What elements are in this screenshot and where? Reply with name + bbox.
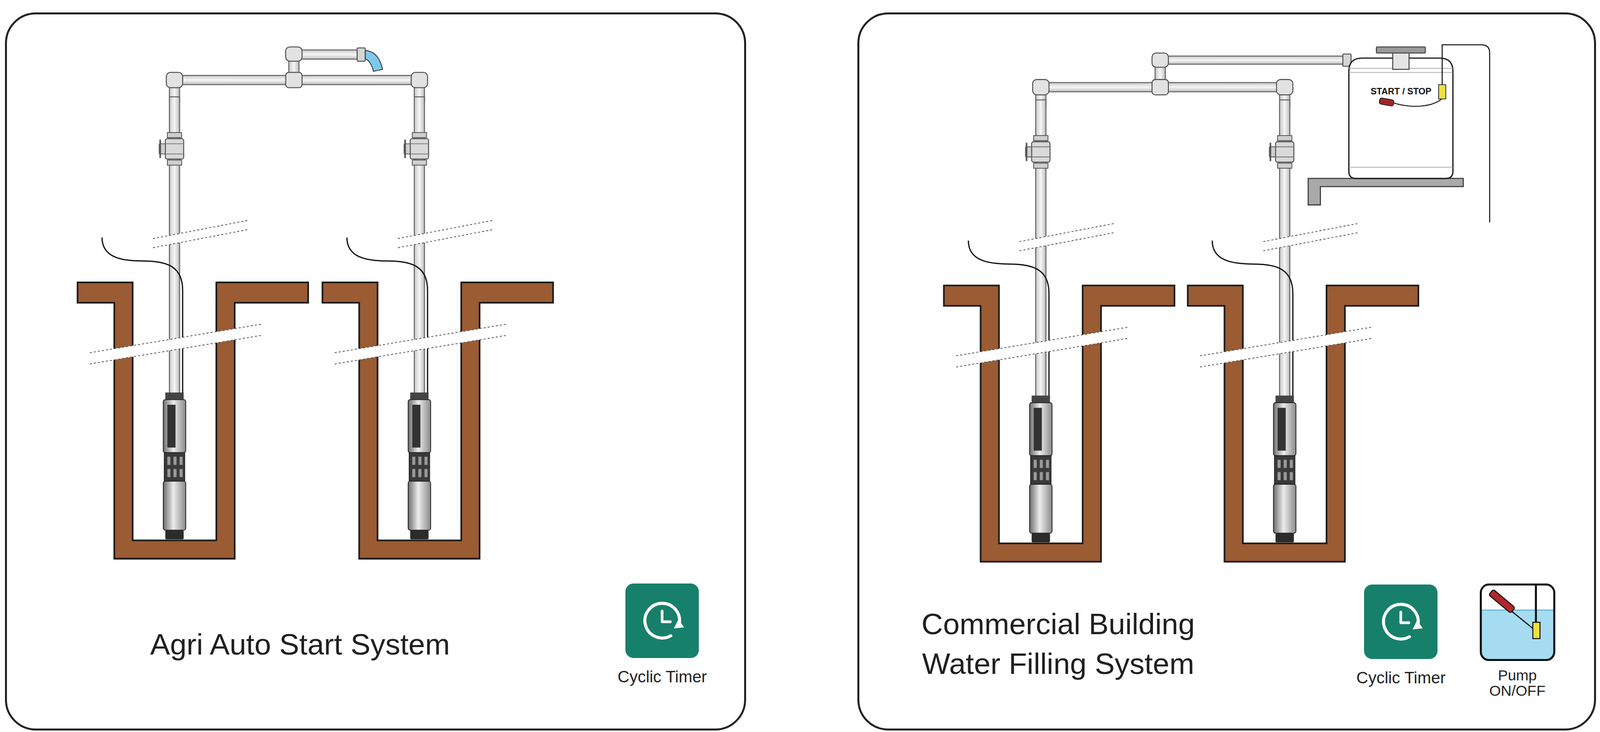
float-switch-icon — [1480, 584, 1555, 661]
building-piping — [1151, 79, 1169, 95]
water-tank — [1376, 46, 1426, 53]
borewell — [77, 96, 308, 559]
cyclic-timer-icon: Cyclic Timer — [1341, 584, 1461, 688]
water-discharge — [365, 50, 383, 72]
cyclic-timer-icon — [625, 583, 699, 659]
building-piping — [1163, 56, 1350, 65]
agri-piping — [285, 46, 303, 62]
icon-label: Pump ON/OFF — [1485, 667, 1550, 699]
water-tank — [1392, 51, 1410, 70]
building-piping — [1151, 53, 1169, 68]
cyclic-timer-icon — [1412, 620, 1424, 630]
system-title: Agri Auto Start System — [121, 626, 479, 663]
system-panel: Agri Auto Start SystemCyclic Timer — [4, 12, 746, 731]
cyclic-timer-icon — [625, 583, 699, 659]
cyclic-timer-icon — [662, 610, 671, 622]
tank-shelf — [1307, 178, 1463, 205]
cyclic-timer-icon — [1364, 584, 1438, 660]
building-piping — [1032, 53, 1464, 206]
building-piping — [1276, 79, 1294, 95]
borewell — [322, 96, 553, 559]
water-tank: START / STOP — [1341, 38, 1495, 225]
cyclic-timer-icon — [625, 583, 699, 659]
system-panel: Commercial Building Water Filling System… — [857, 12, 1597, 731]
agri-piping — [285, 72, 303, 88]
cyclic-timer-icon — [674, 619, 685, 629]
agri-piping — [357, 47, 366, 62]
water-tank — [1349, 58, 1454, 179]
building-piping — [1032, 79, 1050, 95]
water-tank — [1442, 44, 1491, 223]
agri-piping — [411, 72, 428, 88]
borewell — [943, 99, 1175, 562]
float-switch-icon — [1511, 610, 1533, 629]
cyclic-timer-icon — [1383, 604, 1419, 640]
float-switch-icon — [1479, 583, 1556, 662]
water-tank — [1341, 38, 1495, 225]
float-switch-icon — [1534, 585, 1537, 625]
water-tank — [1393, 98, 1443, 107]
cyclic-timer-icon — [1400, 612, 1409, 624]
cyclic-timer-icon — [1364, 584, 1438, 660]
float-switch-icon: Pump ON/OFF — [1479, 583, 1556, 699]
icon-label: Cyclic Timer — [1341, 668, 1461, 688]
float-switch-icon — [1488, 589, 1515, 614]
cyclic-timer-icon: Cyclic Timer — [602, 583, 722, 687]
float-switch-icon — [1532, 622, 1540, 639]
cyclic-timer-icon — [644, 603, 680, 639]
float-switch-icon — [1480, 609, 1555, 611]
agri-piping — [296, 50, 360, 60]
water-tank — [1378, 97, 1394, 107]
cyclic-timer-icon — [1364, 584, 1438, 660]
float-switch-icon — [1480, 584, 1555, 661]
agri-piping — [166, 46, 428, 102]
float-switch-icon — [1479, 583, 1556, 662]
water-tank — [1438, 84, 1446, 99]
tank-label: START / STOP — [1349, 85, 1454, 97]
water-tank — [1349, 68, 1454, 168]
icon-label: Cyclic Timer — [602, 667, 722, 687]
agri-piping — [166, 72, 183, 88]
system-title: Commercial Building Water Filling System — [899, 604, 1218, 685]
